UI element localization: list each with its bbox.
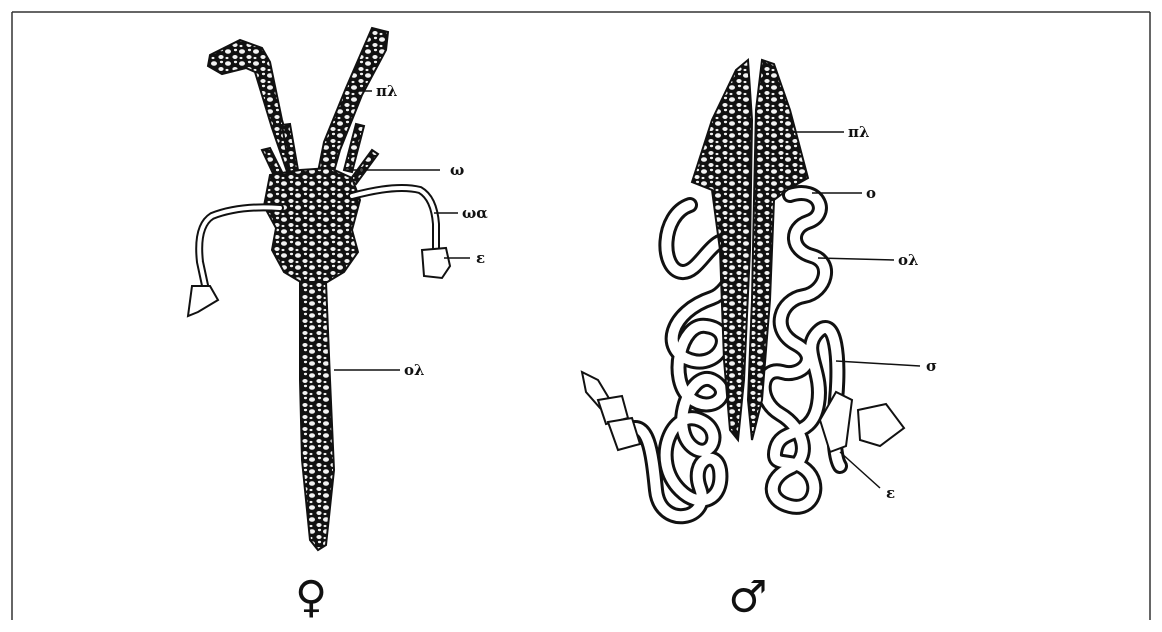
male-label-o: ο (866, 184, 876, 202)
female-right-duct-end (422, 248, 450, 278)
male-label-e: ε (886, 484, 895, 502)
female-label-wa: ωα (462, 204, 488, 222)
female-label-ol: ολ (404, 361, 425, 379)
male-label-pl: πλ (848, 123, 870, 141)
female-label-e: ε (476, 249, 485, 267)
female-left-arm (208, 40, 300, 186)
female-symbol: ♀ (295, 572, 327, 623)
male-label-ol: ολ (898, 251, 919, 269)
male-label-s: σ (926, 357, 937, 375)
female-label-w: ω (450, 161, 464, 179)
female-label-pl: πλ (376, 82, 398, 100)
female-left-duct-end (188, 286, 218, 316)
female-left-duct (199, 207, 280, 290)
female-stalk (300, 282, 334, 550)
male-right-appendage (820, 392, 904, 452)
female-organ: πλ ω ωα ε ολ ♀ (188, 28, 488, 623)
male-organ: πλ ο ολ σ ε ♂ (582, 60, 937, 623)
figure-border (12, 12, 1150, 620)
male-symbol: ♂ (728, 572, 767, 623)
female-ovary-mass (264, 168, 360, 284)
male-left-appendage (582, 372, 640, 450)
female-right-duct (352, 188, 436, 252)
